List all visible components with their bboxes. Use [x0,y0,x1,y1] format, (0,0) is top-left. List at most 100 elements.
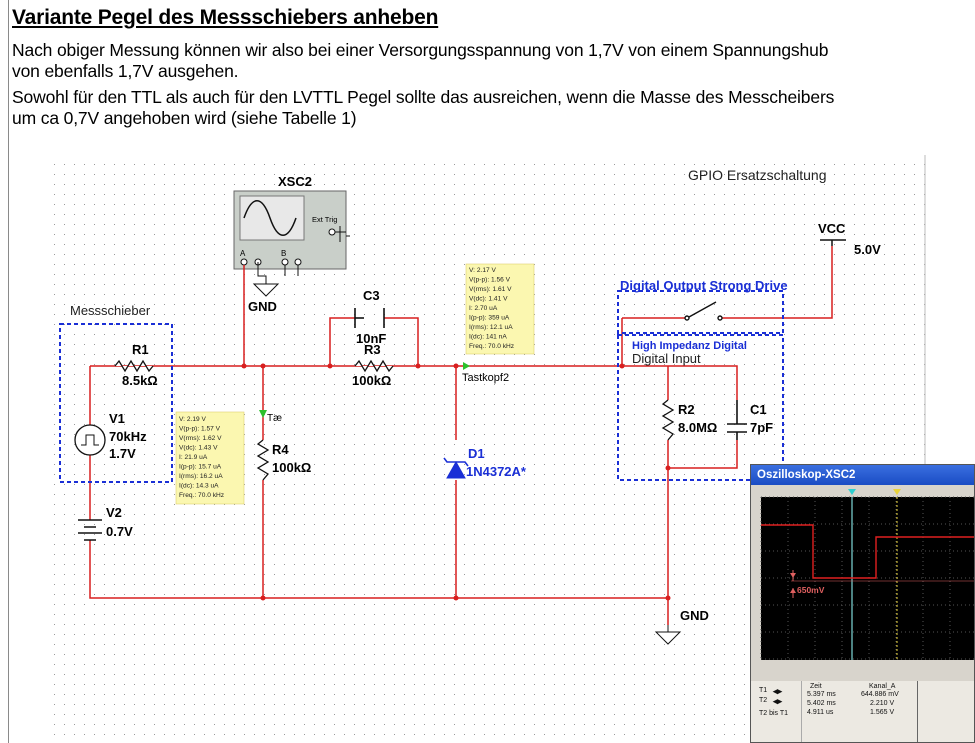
scope-sine-icon [243,200,297,236]
r2-ref: R2 [678,402,695,417]
probe-tastkopf2-marker[interactable] [463,362,470,370]
r3-ref: R3 [364,342,381,357]
probe2-line: I: 21.9 uA [179,454,208,461]
v2-value: 0.7V [106,524,133,539]
col-kanal-a-header: Kanal_A [869,683,896,690]
high-impedance-group [617,334,784,481]
digital-output-group [617,290,784,334]
r3-resistor-icon [354,359,394,373]
probe-readout-1 [465,263,535,355]
r4-resistor-icon [256,439,270,481]
scope-trace [761,524,974,579]
vcc-value: 5.0V [854,242,881,257]
probe1-line: V: 2.17 V [469,267,496,274]
row-t2-label: T2 [759,697,768,704]
oscilloscope-screen: 650mV [751,485,974,660]
r2-resistor-icon [661,399,675,441]
channel-a-label: A [240,249,246,258]
v1-ref: V1 [109,411,125,426]
probe1-line: V(p-p): 1.56 V [469,277,511,284]
gpio-title: GPIO Ersatzschaltung [688,167,827,183]
document-frame [8,0,973,743]
c1-value: 7pF [750,420,773,435]
r1-resistor-icon [114,359,154,373]
wire-junctions [241,363,671,601]
probe2-line: I(rms): 16.2 uA [179,473,223,480]
switch-icon[interactable] [684,301,723,321]
r4-ref: R4 [272,442,289,457]
paragraph-line-3: Sowohl für den TTL als auch für den LVTT… [12,87,835,107]
probe2-line: V(dc): 1.43 V [179,445,218,452]
probe2-line: I(p-p): 15.7 uA [179,464,222,471]
paragraph-line-1: Nach obiger Messung können wir also bei … [12,40,829,60]
row-diff-zeit: 4.911 us [807,709,834,716]
probe-small-label: Tæ [267,413,282,424]
probe1-line: I(p-p): 359 uA [469,315,510,322]
probe2-line: V: 2.19 V [179,416,206,423]
marker-650mv: 650mV [797,585,825,595]
gnd-label-scope: GND [248,299,277,314]
digital-output-label: Digital Output Strong Drive [620,278,788,293]
c3-value: 10nF [356,331,386,346]
probe2-line: V(p-p): 1.57 V [179,426,221,433]
r1-ref: R1 [132,342,149,357]
channel-b-label: B [281,249,286,258]
scope-ref-label: XSC2 [278,174,312,189]
cursor-t2-handle[interactable] [893,489,901,495]
cursor-t1-handle[interactable] [848,489,856,495]
messschieber-group [59,323,173,483]
c1-ref: C1 [750,402,767,417]
oscilloscope-titlebar[interactable]: Oszilloskop-XSC2 [751,465,974,485]
probe1-line: I: 2.70 uA [469,305,498,312]
probe-readout-2 [175,411,245,505]
r3-value: 100kΩ [352,373,391,388]
row-diff-label: T2 bis T1 [759,710,789,717]
r2-value: 8.0MΩ [678,420,717,435]
col-zeit-header: Zeit [810,683,822,690]
messschieber-label: Messschieber [70,303,151,318]
row-t2-zeit: 5.402 ms [807,700,836,707]
oscilloscope-instrument[interactable]: XSC2 Ext Trig A B [233,174,350,270]
d1-value: 1N4372A* [466,464,527,479]
probe1-line: Freq.: 70.0 kHz [469,343,514,350]
row-t2-arrows-icon[interactable]: ◂▸ [773,696,783,706]
oscilloscope-title: Oszilloskop-XSC2 [757,469,856,481]
r4-value: 100kΩ [272,460,311,475]
digital-input-label: Digital Input [632,351,701,366]
probe-small-marker[interactable] [259,410,267,418]
measurement-panel: Zeit Kanal_A T1 ◂▸ 5.397 ms 644.886 mV T… [751,681,974,742]
row-t1-arrows-icon[interactable]: ◂▸ [773,686,783,696]
high-impedance-label: High Impedanz Digital [632,340,747,352]
vcc-label: VCC [818,221,846,236]
circuit-wires [89,246,833,625]
ext-trig-label: Ext Trig [312,215,337,224]
d1-ref: D1 [468,446,485,461]
v1-frequency: 70kHz [109,429,147,444]
probe2-line: Freq.: 70.0 kHz [179,492,224,499]
section-heading: Variante Pegel des Messschiebers anheben [12,6,439,29]
oscilloscope-window[interactable]: Oszilloskop-XSC2 650mV Zeit Kanal_A T1 ◂… [750,464,975,743]
probe1-line: I(rms): 12.1 uA [469,324,513,331]
probe1-line: I(dc): 141 nA [469,334,507,341]
c3-ref: C3 [363,288,380,303]
c1-capacitor-icon [727,400,747,440]
paragraph-line-2: von ebenfalls 1,7V ausgehen. [12,61,239,81]
probe1-line: V(rms): 1.61 V [469,286,512,293]
r1-value: 8.5kΩ [122,373,158,388]
row-t1-label: T1 [759,687,768,694]
probe2-line: I(dc): 14.3 uA [179,483,219,490]
row-t1-kanal: 644.886 mV [861,691,899,698]
gnd-label-right: GND [680,608,709,623]
probe2-line: V(rms): 1.62 V [179,435,222,442]
c3-capacitor-icon [354,308,385,328]
row-t1-zeit: 5.397 ms [807,691,836,698]
v1-value: 1.7V [109,446,136,461]
probe1-line: V(dc): 1.41 V [469,296,508,303]
row-diff-kanal: 1.565 V [870,709,895,716]
gnd-symbol-scope [252,283,280,297]
paragraph-line-4: um ca 0,7V angehoben wird (siehe Tabelle… [12,108,357,128]
v2-battery-icon [78,519,102,541]
probe-tastkopf2-label: Tastkopf2 [462,372,509,384]
v2-ref: V2 [106,505,122,520]
d1-zener-diode-icon [443,457,469,479]
